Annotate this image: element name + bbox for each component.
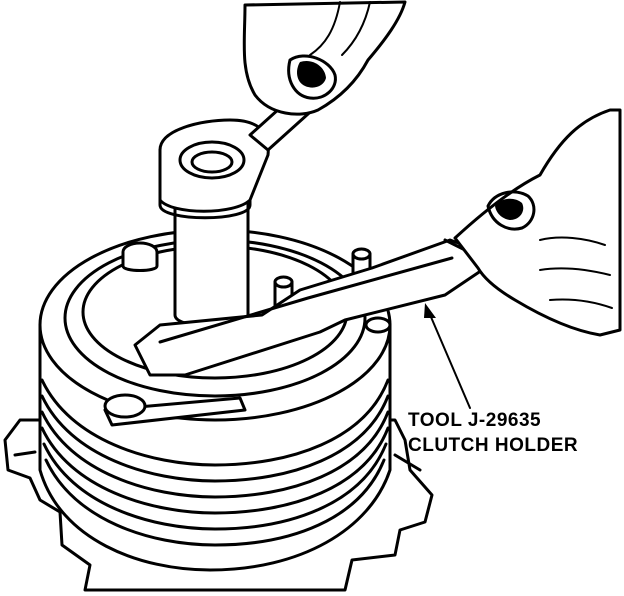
- callout-tool-name: CLUTCH HOLDER: [408, 435, 579, 456]
- callout-label: TOOL J-29635 CLUTCH HOLDER: [408, 408, 578, 458]
- shaft-nut: [158, 118, 270, 328]
- pulley-belt-grooves: [40, 378, 390, 547]
- lower-rivet: [103, 393, 247, 427]
- callout-leader-line: [427, 309, 471, 409]
- hub-rivet: [121, 241, 159, 272]
- callout-leader-arrowhead: [424, 303, 436, 318]
- callout-tool-number: TOOL J-29635: [408, 410, 542, 431]
- socket-wrench-hand: [242, 0, 407, 152]
- clutch-pulley: [38, 228, 392, 572]
- tool-holding-hand: [453, 108, 622, 337]
